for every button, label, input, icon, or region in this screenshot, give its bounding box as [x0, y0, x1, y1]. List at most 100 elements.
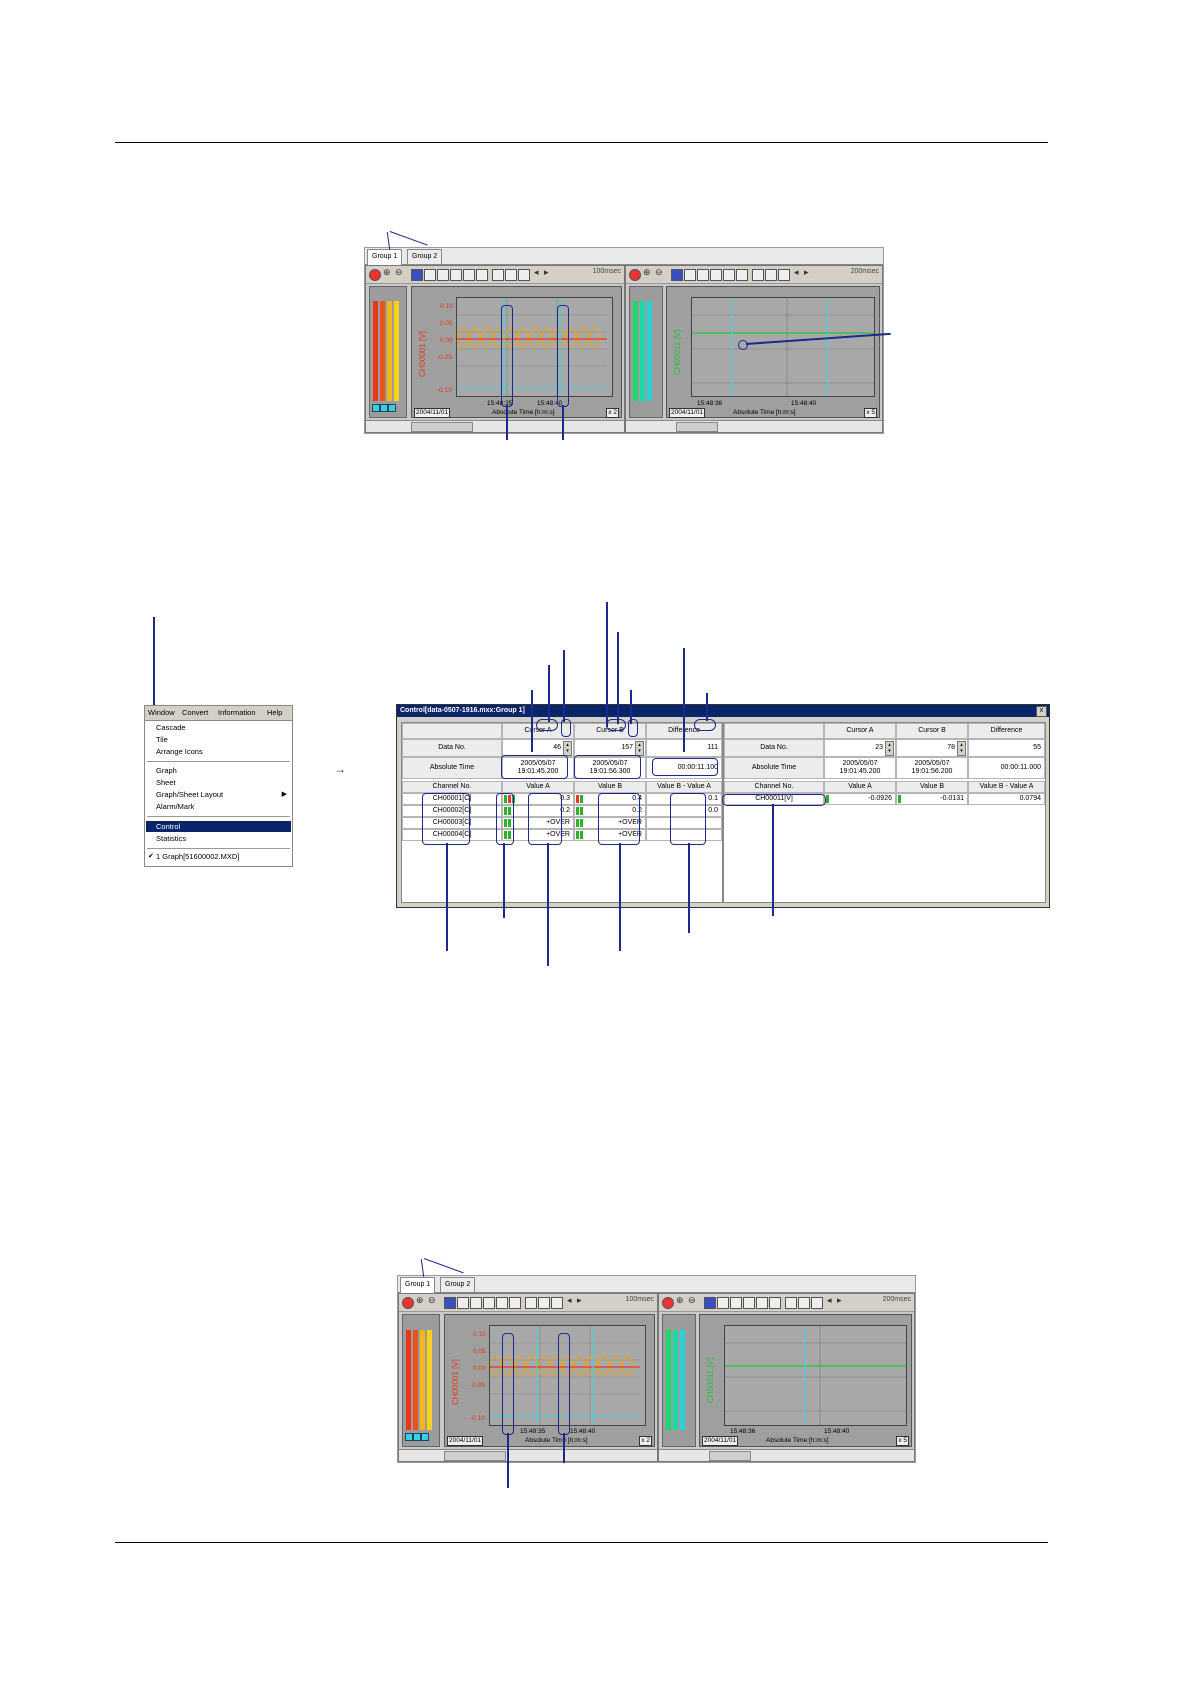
- menu-item-alarm-mark[interactable]: Alarm/Mark: [156, 802, 195, 811]
- zoom-out-icon[interactable]: ⊖: [655, 267, 663, 277]
- record-icon[interactable]: [369, 269, 381, 281]
- tab-group-1[interactable]: Group 1: [367, 249, 403, 265]
- zoom-out-icon[interactable]: ⊖: [688, 1295, 696, 1305]
- cursor-a-icon[interactable]: [671, 269, 683, 281]
- bars-2-icon[interactable]: [483, 1297, 495, 1309]
- bars-2-icon[interactable]: [710, 269, 722, 281]
- menu-convert[interactable]: Convert: [182, 708, 209, 717]
- tab-group-1[interactable]: Group 1: [400, 1277, 436, 1293]
- channel-row-3[interactable]: CH00003[C]: [402, 817, 502, 829]
- scroll-thumb[interactable]: [709, 1451, 751, 1461]
- horizontal-scrollbar[interactable]: [366, 420, 624, 432]
- zoom-in-icon[interactable]: ⊕: [643, 267, 651, 277]
- cursor-a-icon[interactable]: [411, 269, 423, 281]
- bars-2-icon[interactable]: [450, 269, 462, 281]
- plot-area[interactable]: [456, 297, 613, 397]
- plot-area[interactable]: [489, 1325, 646, 1426]
- cursor-b-spinner[interactable]: ▴▾: [957, 741, 966, 756]
- grid-2-icon[interactable]: [538, 1297, 550, 1309]
- bars-icon[interactable]: [730, 1297, 742, 1309]
- scroll-left-icon[interactable]: ◂: [794, 267, 799, 277]
- menu-item-cascade[interactable]: Cascade: [156, 723, 186, 732]
- zoom-out-icon[interactable]: ⊖: [395, 267, 403, 277]
- cursor-a-icon[interactable]: [444, 1297, 456, 1309]
- grid-1-icon[interactable]: [492, 269, 504, 281]
- menu-window[interactable]: Window: [148, 708, 175, 717]
- menu-item-sheet[interactable]: Sheet: [156, 778, 176, 787]
- grid-2-icon[interactable]: [798, 1297, 810, 1309]
- bars-icon[interactable]: [470, 1297, 482, 1309]
- bars-3-icon[interactable]: [463, 269, 475, 281]
- close-button[interactable]: x: [1036, 706, 1047, 717]
- horizontal-scrollbar[interactable]: [659, 1449, 914, 1461]
- menu-item-statistics[interactable]: Statistics: [156, 834, 187, 843]
- scroll-right-icon[interactable]: ▸: [837, 1295, 842, 1305]
- record-icon[interactable]: [402, 1297, 414, 1309]
- cursor-a-spinner[interactable]: ▴▾: [563, 741, 572, 756]
- bars-4-icon[interactable]: [769, 1297, 781, 1309]
- cursor-b-icon[interactable]: [717, 1297, 729, 1309]
- cursor-a-spinner[interactable]: ▴▾: [885, 741, 894, 756]
- bars-4-icon[interactable]: [509, 1297, 521, 1309]
- data-no-cursor-a[interactable]: 46: [502, 739, 574, 757]
- bars-icon[interactable]: [437, 269, 449, 281]
- bars-4-icon[interactable]: [736, 269, 748, 281]
- menu-item-tile[interactable]: Tile: [156, 735, 168, 744]
- scroll-right-icon[interactable]: ▸: [577, 1295, 582, 1305]
- cursor-b-spinner[interactable]: ▴▾: [635, 741, 644, 756]
- menu-item-control[interactable]: Control: [156, 822, 181, 831]
- menu-item-graph[interactable]: Graph: [156, 766, 177, 775]
- bars-4-icon[interactable]: [476, 269, 488, 281]
- bars-3-icon[interactable]: [756, 1297, 768, 1309]
- menu-item-open-graph[interactable]: 1 Graph[51600002.MXD]: [156, 852, 240, 861]
- menu-item-graph-sheet-layout[interactable]: Graph/Sheet Layout: [156, 790, 224, 799]
- data-no-cursor-b[interactable]: 157: [574, 739, 646, 757]
- zoom-out-icon[interactable]: ⊖: [428, 1295, 436, 1305]
- scroll-left-icon[interactable]: ◂: [827, 1295, 832, 1305]
- grid-2-icon[interactable]: [765, 269, 777, 281]
- bars-icon[interactable]: [697, 269, 709, 281]
- bars-3-icon[interactable]: [496, 1297, 508, 1309]
- data-no-cursor-a[interactable]: 23: [824, 739, 896, 757]
- grid-1-icon[interactable]: [785, 1297, 797, 1309]
- grid-3-icon[interactable]: [811, 1297, 823, 1309]
- grid-3-icon[interactable]: [778, 269, 790, 281]
- cursor-b-icon[interactable]: [424, 269, 436, 281]
- zoom-in-icon[interactable]: ⊕: [676, 1295, 684, 1305]
- channel-row-2[interactable]: CH00002[C]: [402, 805, 502, 817]
- data-no-cursor-b[interactable]: 78: [896, 739, 968, 757]
- horizontal-scrollbar[interactable]: [626, 420, 882, 432]
- menu-information[interactable]: Information: [218, 708, 256, 717]
- scroll-right-icon[interactable]: ▸: [544, 267, 549, 277]
- header-blank: [402, 723, 502, 739]
- channel-row-1[interactable]: CH00011[V]: [724, 793, 824, 805]
- tab-group-2[interactable]: Group 2: [407, 249, 443, 264]
- cursor-b-icon[interactable]: [684, 269, 696, 281]
- bars-3-icon[interactable]: [723, 269, 735, 281]
- plot-area[interactable]: [691, 297, 875, 397]
- record-icon[interactable]: [629, 269, 641, 281]
- record-icon[interactable]: [662, 1297, 674, 1309]
- grid-1-icon[interactable]: [752, 269, 764, 281]
- scroll-left-icon[interactable]: ◂: [534, 267, 539, 277]
- menu-item-arrange-icons[interactable]: Arrange Icons: [156, 747, 203, 756]
- cursor-a-icon[interactable]: [704, 1297, 716, 1309]
- tab-group-2[interactable]: Group 2: [440, 1277, 476, 1292]
- plot-area[interactable]: [724, 1325, 907, 1426]
- scroll-left-icon[interactable]: ◂: [567, 1295, 572, 1305]
- scroll-thumb[interactable]: [676, 422, 718, 432]
- grid-3-icon[interactable]: [551, 1297, 563, 1309]
- scroll-thumb[interactable]: [411, 422, 473, 432]
- channel-row-4[interactable]: CH00004[C]: [402, 829, 502, 841]
- scroll-thumb[interactable]: [444, 1451, 506, 1461]
- grid-2-icon[interactable]: [505, 269, 517, 281]
- horizontal-scrollbar[interactable]: [399, 1449, 657, 1461]
- grid-1-icon[interactable]: [525, 1297, 537, 1309]
- zoom-in-icon[interactable]: ⊕: [383, 267, 391, 277]
- bars-2-icon[interactable]: [743, 1297, 755, 1309]
- zoom-in-icon[interactable]: ⊕: [416, 1295, 424, 1305]
- grid-3-icon[interactable]: [518, 269, 530, 281]
- cursor-b-icon[interactable]: [457, 1297, 469, 1309]
- scroll-right-icon[interactable]: ▸: [804, 267, 809, 277]
- menu-help[interactable]: Help: [267, 708, 283, 717]
